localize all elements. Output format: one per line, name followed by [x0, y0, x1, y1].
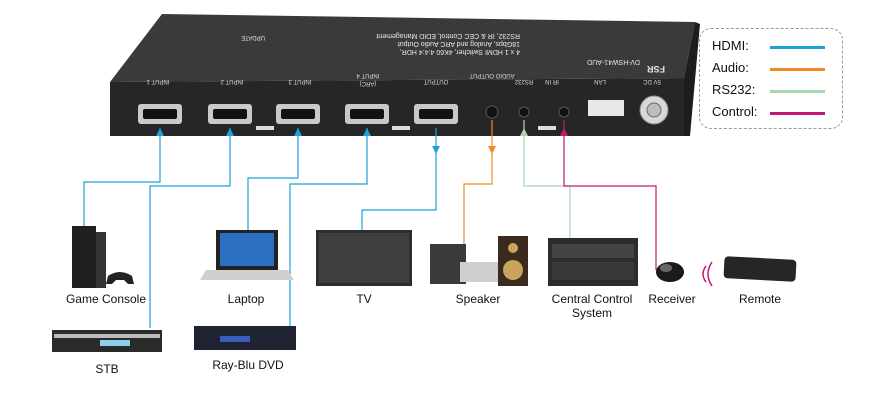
cable-rs232 [523, 120, 571, 238]
laptop-icon [200, 230, 294, 280]
cable-tv [361, 128, 437, 232]
port-label-power: 5V DC [642, 78, 660, 84]
ir-in-jack [558, 106, 570, 118]
legend-line-control [770, 112, 825, 115]
hdmi-port-output [414, 104, 458, 124]
cable-stb [149, 128, 231, 328]
legend-label-rs232: RS232: [712, 82, 756, 97]
rs232-jack [518, 106, 530, 118]
label-central-control-line1: Central Control [551, 292, 633, 306]
device-side-panel [684, 22, 700, 136]
lan-port [588, 100, 624, 116]
port-label-input4: INPUT 4 [356, 72, 380, 78]
legend-line-audio [770, 68, 825, 71]
audio-output-jack [485, 105, 499, 119]
cable-game-console [83, 128, 161, 240]
port-label-input2: INPUT 2 [220, 78, 244, 84]
legend-line-rs232 [770, 90, 825, 93]
hdmi-port-input1 [138, 104, 182, 124]
central-control-icon [548, 238, 638, 286]
hdmi-cables [83, 128, 437, 328]
device-front-panel [110, 78, 684, 136]
cable-ray-blu [289, 128, 368, 326]
tv-icon [316, 230, 412, 286]
hdmi-arrows [156, 128, 440, 154]
game-console-icon [72, 226, 134, 288]
label-game-console: Game Console [65, 292, 147, 306]
label-speaker: Speaker [455, 292, 501, 306]
label-stb: STB [95, 362, 119, 376]
label-laptop: Laptop [227, 292, 265, 306]
top-text-2: 18Gbps, Analog and ARC Audio Output [398, 40, 520, 47]
remote-icon [702, 256, 797, 287]
port-label-input3: INPUT 3 [288, 78, 312, 84]
label-central-control-line2: System [571, 306, 613, 320]
cable-laptop [247, 128, 299, 232]
label-ray-blu-dvd: Ray-Blu DVD [212, 358, 284, 372]
label-receiver: Receiver [648, 292, 696, 306]
update-label: UPDATE [241, 34, 265, 40]
ray-blu-dvd-icon [194, 326, 296, 350]
label-tv: TV [356, 292, 372, 306]
cable-audio [463, 120, 493, 260]
label-central-control: Central Control System [552, 292, 633, 320]
top-text-1: 4 x 1 HDMI Switcher, 4K60 4:4:4 HDR, [400, 48, 520, 55]
port-label-lan: LAN [594, 78, 606, 84]
legend-label-audio: Audio: [712, 60, 749, 75]
label-remote: Remote [738, 292, 782, 306]
hdmi-ports [138, 104, 458, 130]
top-text-3: RS232, IR & CEC Control, EDID Management [376, 32, 520, 39]
legend-label-hdmi: HDMI: [712, 38, 749, 53]
port-label-input1: INPUT 1 [146, 78, 170, 84]
hdmi-port-input4 [345, 104, 389, 124]
legend-label-control: Control: [712, 104, 758, 119]
receiver-icon [656, 262, 684, 282]
stb-icon [52, 330, 162, 352]
port-label-output: OUTPUT [423, 78, 448, 84]
device-top-panel [110, 14, 695, 82]
port-label-ir-in: IR IN [545, 78, 559, 84]
cable-control [563, 120, 657, 270]
port-label-rs232: RS232 [514, 78, 533, 84]
speaker-icon [430, 236, 528, 286]
legend-line-hdmi [770, 46, 825, 49]
model-label: DV-HSW41-AUD [587, 58, 640, 65]
brand-logo: FSR [646, 64, 665, 74]
legend: HDMI: Audio: RS232: Control: [699, 28, 843, 129]
port-label-input4-arc: (ARC) [360, 80, 377, 86]
hdmi-port-input3 [276, 104, 320, 124]
port-label-audio-output: AUDIO OUTPUT [469, 72, 515, 78]
hdmi-port-input2 [208, 104, 252, 124]
